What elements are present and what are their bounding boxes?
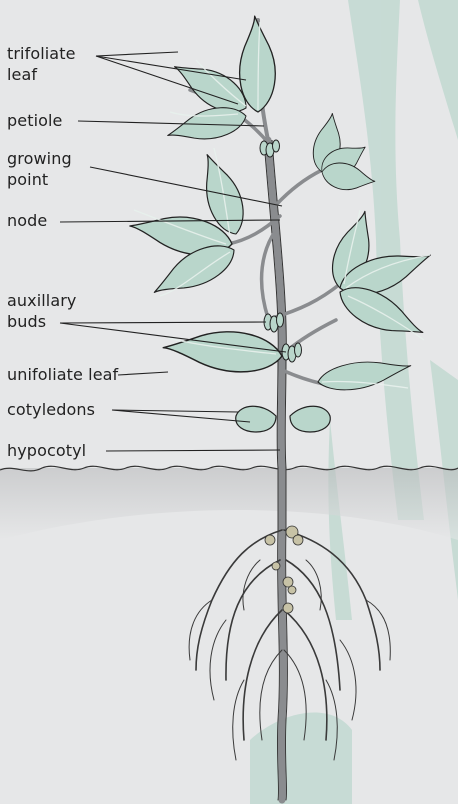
label-growing-point-line2: point xyxy=(7,169,72,190)
auxillary-bud-lower xyxy=(282,343,302,362)
petiole-bud xyxy=(260,140,280,157)
label-cotyledons: cotyledons xyxy=(7,399,95,420)
label-hypocotyl: hypocotyl xyxy=(7,440,86,461)
trifoliate-leaf-middle-left xyxy=(127,149,252,306)
leader-lines xyxy=(60,52,286,451)
soil-surface xyxy=(0,466,458,540)
label-auxillary-buds-line2: buds xyxy=(7,311,77,332)
label-node: node xyxy=(7,210,47,231)
label-unifoliate-leaf: unifoliate leaf xyxy=(7,364,118,385)
label-trifoliate-leaf-line1: trifoliate xyxy=(7,43,76,64)
label-trifoliate-leaf-line2: leaf xyxy=(7,64,76,85)
label-petiole: petiole xyxy=(7,110,63,131)
label-growing-point-line1: growing xyxy=(7,148,72,169)
label-trifoliate-leaf: trifoliate leaf xyxy=(7,43,76,85)
label-auxillary-buds: auxillary buds xyxy=(7,290,77,332)
label-growing-point: growing point xyxy=(7,148,72,190)
label-auxillary-buds-line1: auxillary xyxy=(7,290,77,311)
unifoliate-leaf-shape xyxy=(162,327,284,375)
